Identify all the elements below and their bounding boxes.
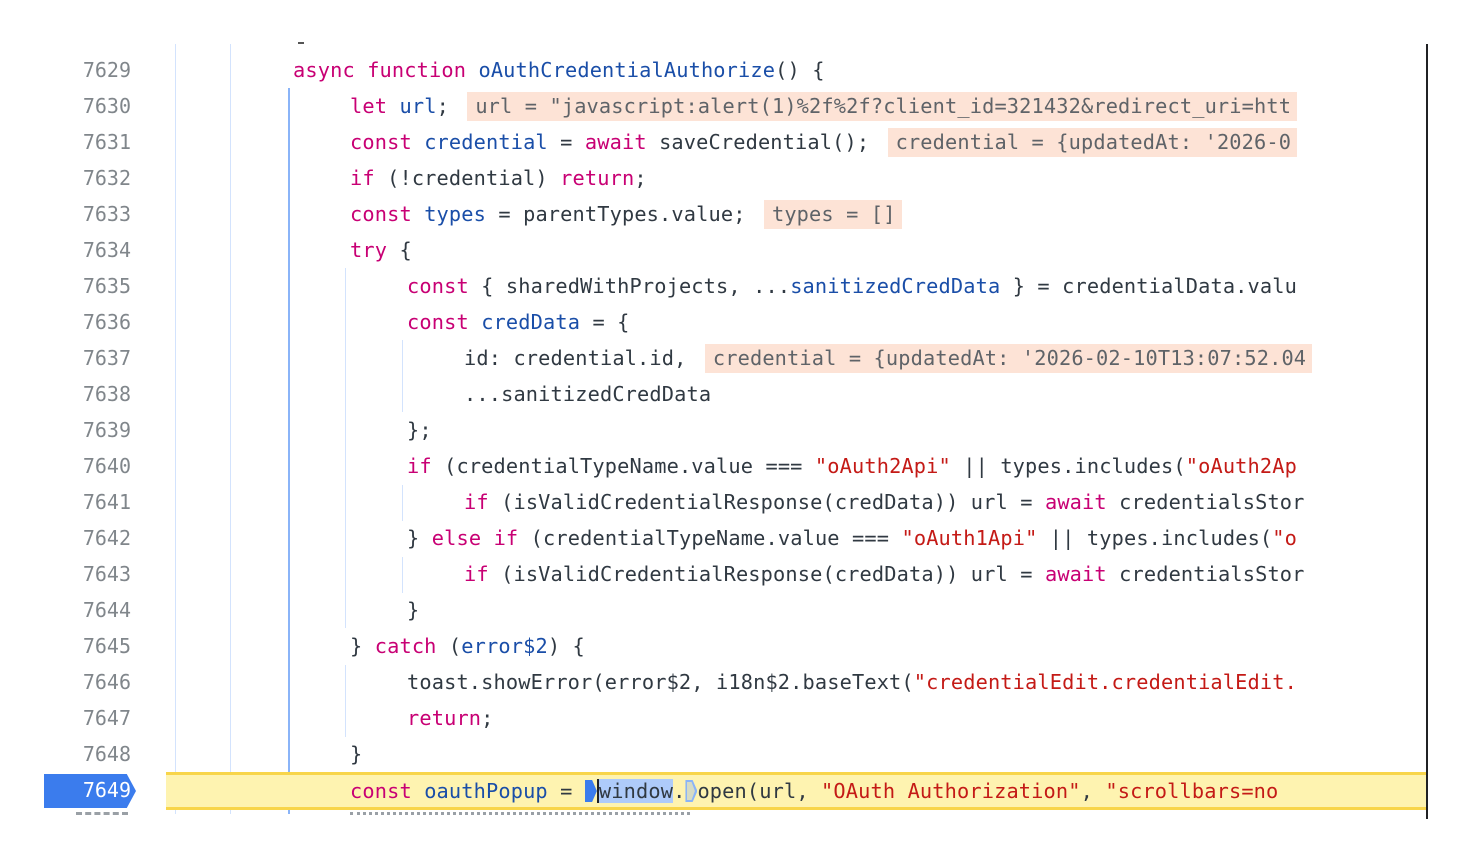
code-line[interactable]: 7635 const { sharedWithProjects, ...sani… xyxy=(0,268,1426,304)
paused-execution-line-highlight xyxy=(166,772,1426,810)
selected-text: window xyxy=(598,779,674,803)
current-execution-line[interactable]: const oauthPopup = window.open(url, "OAu… xyxy=(0,773,1426,809)
code-line[interactable]: 7639 }; xyxy=(0,412,1426,448)
code-text: try { xyxy=(350,238,412,262)
partial-line-fragment xyxy=(298,42,304,44)
code-line[interactable]: 7638 ...sanitizedCredData xyxy=(0,376,1426,412)
line-number[interactable]: 7647 xyxy=(82,706,131,730)
line-number[interactable]: 7646 xyxy=(82,670,131,694)
code-line[interactable]: 7629 async function oAuthCredentialAutho… xyxy=(0,52,1426,88)
code-text: const credential = await saveCredential(… xyxy=(350,124,1298,160)
inline-breakpoint-inactive-icon[interactable] xyxy=(685,780,697,802)
code-text: const { sharedWithProjects, ...sanitized… xyxy=(407,274,1297,298)
code-text: toast.showError(error$2, i18n$2.baseText… xyxy=(407,670,1297,694)
code-text: } else if (credentialTypeName.value === … xyxy=(407,526,1298,550)
line-number[interactable]: 7635 xyxy=(82,274,131,298)
indent-guide xyxy=(402,485,403,521)
line-number[interactable]: 7638 xyxy=(82,382,131,406)
code-text: id: credential.id, credential = {updated… xyxy=(464,340,1313,376)
code-text: return; xyxy=(407,706,494,730)
code-text: } xyxy=(407,598,420,622)
indent-guide-active xyxy=(288,88,290,814)
code-text: ...sanitizedCredData xyxy=(464,382,712,406)
code-line[interactable]: 7631 const credential = await saveCreden… xyxy=(0,124,1426,160)
line-number[interactable]: 7641 xyxy=(82,490,131,514)
line-number[interactable]: 7636 xyxy=(82,310,131,334)
indent-guide xyxy=(402,557,403,593)
code-line[interactable]: 7647 return; xyxy=(0,700,1426,736)
line-number[interactable]: 7630 xyxy=(82,94,131,118)
line-number[interactable]: 7642 xyxy=(82,526,131,550)
code-line[interactable]: 7645 } catch (error$2) { xyxy=(0,628,1426,664)
source-code-editor[interactable]: 7629 async function oAuthCredentialAutho… xyxy=(0,0,1428,846)
code-line[interactable]: 7640 if (credentialTypeName.value === "o… xyxy=(0,448,1426,484)
line-number[interactable]: 7648 xyxy=(82,742,131,766)
inline-variable-value[interactable]: url = "javascript:alert(1)%2f%2f?client_… xyxy=(467,92,1298,121)
indent-guide xyxy=(402,340,403,412)
code-line[interactable]: 7636 const credData = { xyxy=(0,304,1426,340)
inline-variable-value[interactable]: types = [] xyxy=(763,200,902,229)
indent-guide xyxy=(175,44,176,814)
line-number[interactable]: 7632 xyxy=(82,166,131,190)
code-text: if (isValidCredentialResponse(credData))… xyxy=(464,562,1305,586)
code-line[interactable]: 7646 toast.showError(error$2, i18n$2.bas… xyxy=(0,664,1426,700)
indent-guide xyxy=(345,665,346,737)
line-number[interactable]: 7634 xyxy=(82,238,131,262)
indent-guide xyxy=(345,268,346,628)
code-text: }; xyxy=(407,418,432,442)
inline-variable-value[interactable]: credential = {updatedAt: '2026-0 xyxy=(887,128,1298,157)
line-number[interactable]: 7645 xyxy=(82,634,131,658)
code-text: const types = parentTypes.value; types =… xyxy=(350,196,902,232)
text-caret xyxy=(596,779,599,803)
code-line[interactable]: 7641 if (isValidCredentialResponse(credD… xyxy=(0,484,1426,520)
code-text: } xyxy=(350,742,363,766)
code-text: } catch (error$2) { xyxy=(350,634,585,658)
code-text: if (credentialTypeName.value === "oAuth2… xyxy=(407,454,1297,478)
code-text: const credData = { xyxy=(407,310,630,334)
inline-variable-value[interactable]: credential = {updatedAt: '2026-02-10T13:… xyxy=(704,344,1313,373)
code-text: if (!credential) return; xyxy=(350,166,647,190)
code-text: if (isValidCredentialResponse(credData))… xyxy=(464,490,1305,514)
partial-next-line xyxy=(0,812,1426,820)
breakpoint-line-number[interactable]: 7649 xyxy=(82,778,131,802)
line-number[interactable]: 7643 xyxy=(82,562,131,586)
code-line[interactable]: 7630 let url; url = "javascript:alert(1)… xyxy=(0,88,1426,124)
indent-guide xyxy=(230,44,231,814)
line-number[interactable]: 7629 xyxy=(82,58,131,82)
code-line[interactable]: 7637 id: credential.id, credential = {up… xyxy=(0,340,1426,376)
code-line[interactable]: 7648 } xyxy=(0,736,1426,772)
line-number[interactable]: 7633 xyxy=(82,202,131,226)
code-text: async function oAuthCredentialAuthorize(… xyxy=(293,58,825,82)
breakpoint-marker[interactable] xyxy=(44,774,136,808)
code-line[interactable]: 7644 } xyxy=(0,592,1426,628)
line-number[interactable]: 7637 xyxy=(82,346,131,370)
inline-breakpoint-active-icon[interactable] xyxy=(584,780,597,802)
code-line[interactable]: 7634 try { xyxy=(0,232,1426,268)
partial-code-text xyxy=(350,812,690,818)
code-line[interactable]: 7642 } else if (credentialTypeName.value… xyxy=(0,520,1426,556)
code-text: let url; url = "javascript:alert(1)%2f%2… xyxy=(350,88,1298,124)
code-line[interactable]: 7632 if (!credential) return; xyxy=(0,160,1426,196)
line-number[interactable]: 7644 xyxy=(82,598,131,622)
line-number[interactable]: 7640 xyxy=(82,454,131,478)
partial-line-number xyxy=(76,812,128,818)
code-line[interactable]: 7633 const types = parentTypes.value; ty… xyxy=(0,196,1426,232)
line-number[interactable]: 7639 xyxy=(82,418,131,442)
code-line[interactable]: 7643 if (isValidCredentialResponse(credD… xyxy=(0,556,1426,592)
code-text: const oauthPopup = window.open(url, "OAu… xyxy=(350,779,1279,803)
panel-divider[interactable] xyxy=(1426,44,1428,819)
line-number[interactable]: 7631 xyxy=(82,130,131,154)
